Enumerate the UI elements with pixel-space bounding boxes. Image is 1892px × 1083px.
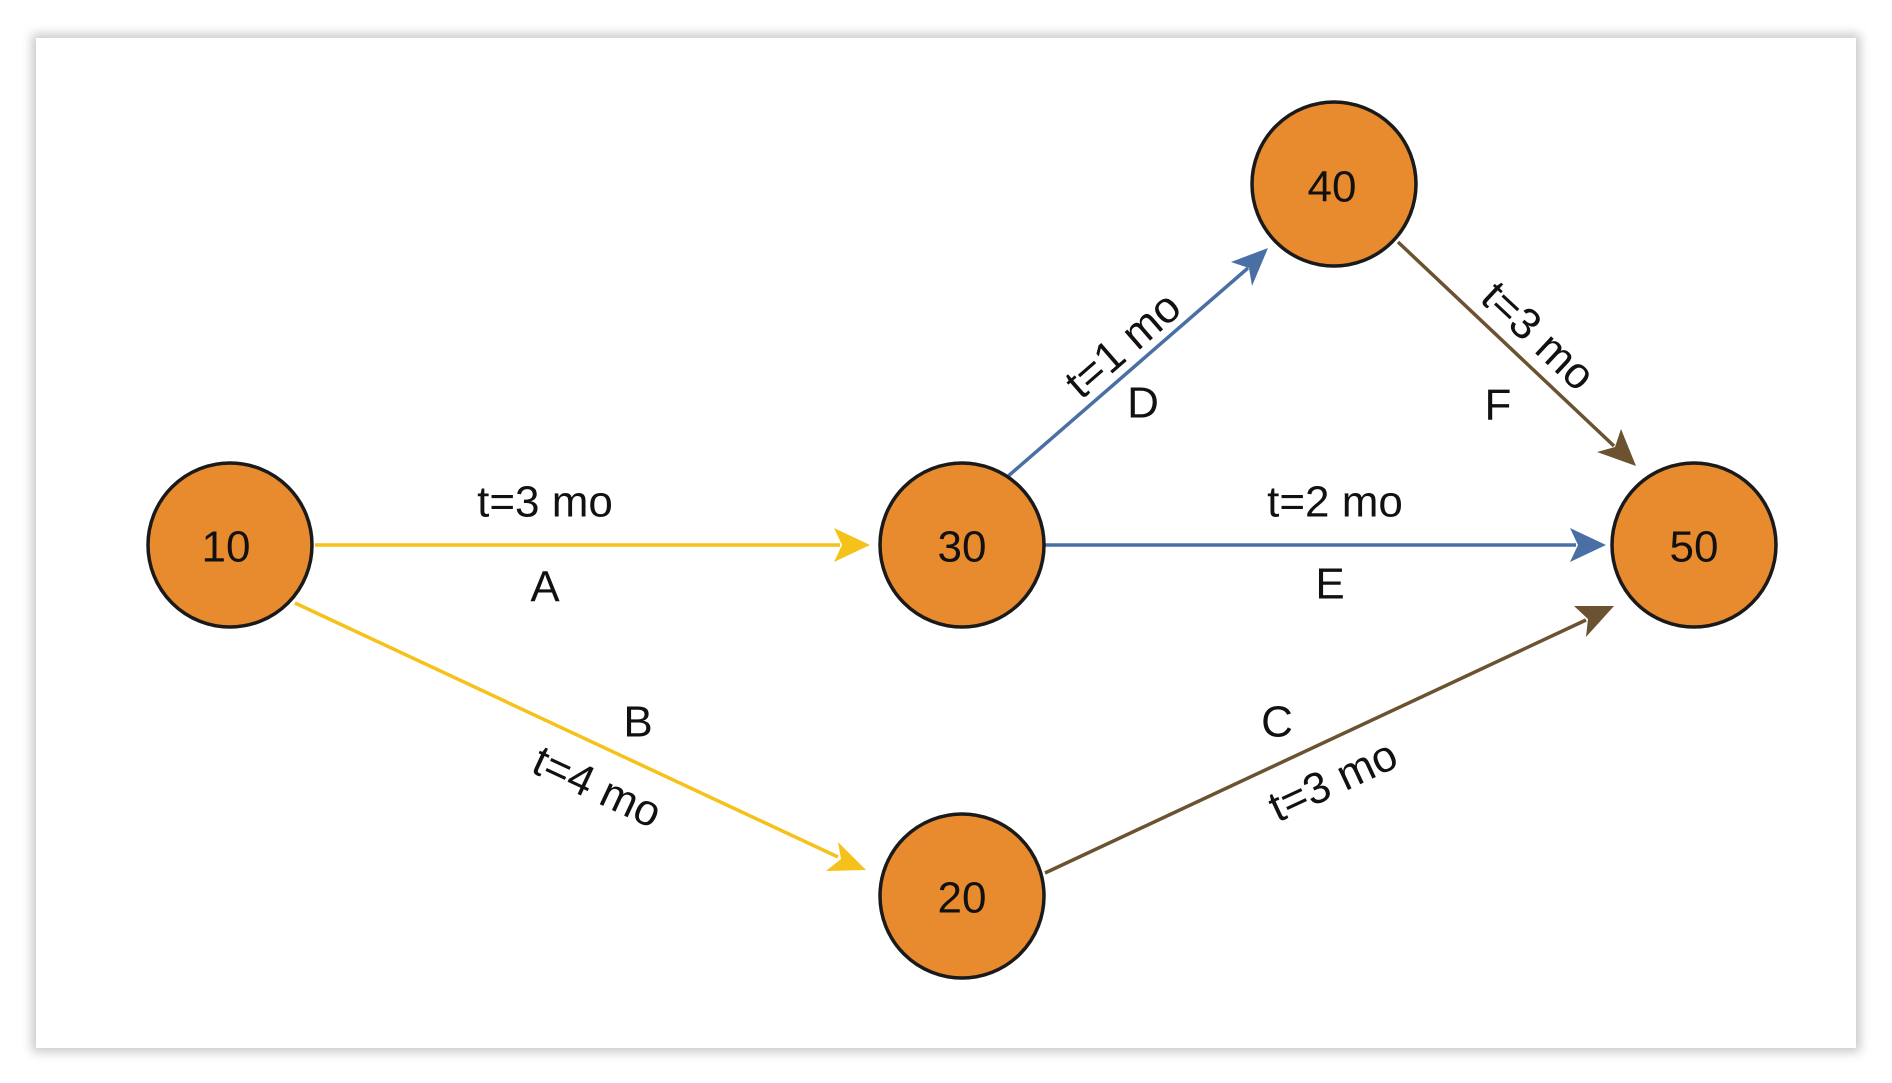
node-30-label: 30 <box>938 523 987 572</box>
edge-c-letter: C <box>1261 698 1293 747</box>
edge-f <box>1396 240 1636 466</box>
node-40-label: 40 <box>1308 163 1357 212</box>
node-20: 20 <box>878 812 1046 980</box>
edge-b-duration: t=4 mo <box>525 736 669 838</box>
node-30-circle <box>878 461 1046 629</box>
edge-b-letter: B <box>623 698 652 747</box>
edge-b-line <box>294 601 839 859</box>
edge-a-arrowhead <box>834 528 870 562</box>
edge-a <box>315 528 870 562</box>
edge-e-letter: E <box>1315 560 1344 609</box>
edge-f-arrowhead <box>1597 429 1636 466</box>
edge-c-arrowhead <box>1574 606 1614 637</box>
node-40-circle <box>1250 100 1418 268</box>
node-30: 30 <box>878 461 1046 629</box>
node-10-label: 10 <box>202 523 251 572</box>
edge-a-letter: A <box>530 563 560 612</box>
edge-e-duration: t=2 mo <box>1267 478 1403 527</box>
edge-d-duration: t=1 mo <box>1056 282 1191 408</box>
edge-e-arrowhead <box>1570 528 1606 562</box>
node-50-label: 50 <box>1670 523 1719 572</box>
edge-d-line <box>1004 266 1250 480</box>
edge-b-arrowhead <box>826 842 866 871</box>
edge-d <box>1004 248 1268 480</box>
edge-d-letter: D <box>1127 379 1159 428</box>
edge-c-line <box>1044 618 1587 875</box>
node-10-circle <box>146 461 314 629</box>
edge-a-duration: t=3 mo <box>477 478 613 527</box>
edge-d-arrowhead <box>1231 248 1268 286</box>
node-10: 10 <box>146 461 314 629</box>
node-50-circle <box>1610 461 1778 629</box>
edge-c <box>1044 606 1614 875</box>
node-40: 40 <box>1250 100 1418 268</box>
edge-f-letter: F <box>1485 381 1512 430</box>
node-50: 50 <box>1610 461 1778 629</box>
edge-f-line <box>1396 240 1616 448</box>
node-20-circle <box>878 812 1046 980</box>
edge-e <box>1045 528 1606 562</box>
node-20-label: 20 <box>938 874 987 923</box>
edge-b <box>294 601 866 871</box>
